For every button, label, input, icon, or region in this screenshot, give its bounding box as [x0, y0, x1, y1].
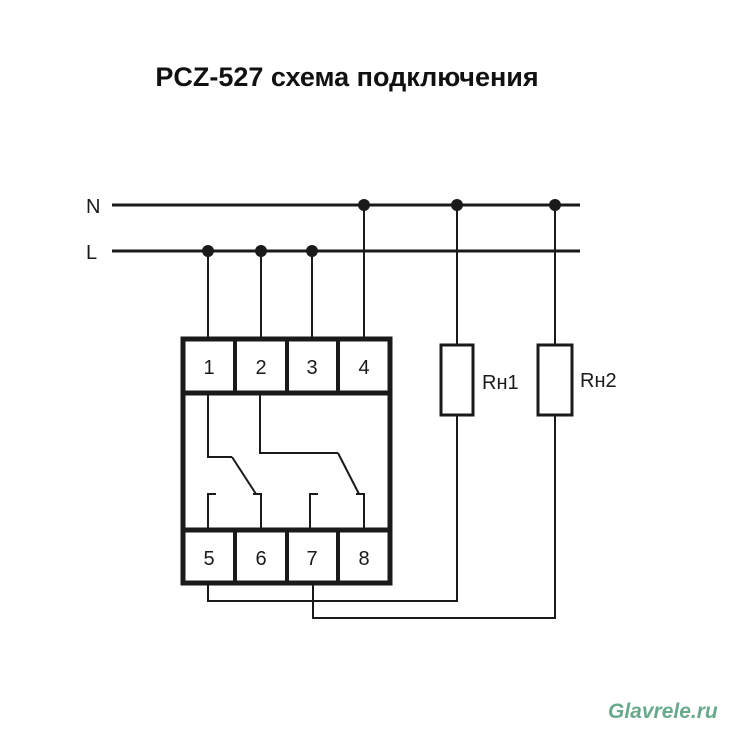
diagram-title: PCZ-527 схема подключения [155, 62, 539, 92]
contact-2-nc-wire [309, 493, 318, 528]
terminal-7-label: 7 [306, 548, 317, 570]
contact-1-nc-wire [207, 493, 216, 528]
watermark-text: Glavrele.ru [608, 700, 718, 723]
contact-1-common-wire [207, 395, 232, 458]
load-2-label: Rн2 [580, 370, 617, 392]
terminal-3-label: 3 [306, 357, 317, 379]
load-1-label: Rн1 [482, 372, 519, 394]
wire-load1-return [207, 415, 458, 602]
terminal-2-label: 2 [255, 357, 266, 379]
terminal-6-label: 6 [255, 548, 266, 570]
terminal-1-label: 1 [203, 357, 214, 379]
contact-2-switch-arm [337, 452, 360, 495]
phase-label: L [86, 242, 97, 264]
contact-1-no-wire [253, 493, 262, 528]
neutral-label: N [86, 196, 100, 218]
contact-1-switch-arm [231, 456, 257, 495]
wire-load2-return [312, 415, 556, 619]
load-1-resistor [439, 343, 475, 417]
terminal-4-label: 4 [358, 357, 369, 379]
terminal-5-label: 5 [203, 548, 214, 570]
terminal-8-label: 8 [358, 548, 369, 570]
load-2-resistor [536, 343, 574, 417]
contact-2-no-wire [356, 493, 365, 528]
contact-2-common-wire [259, 395, 338, 454]
